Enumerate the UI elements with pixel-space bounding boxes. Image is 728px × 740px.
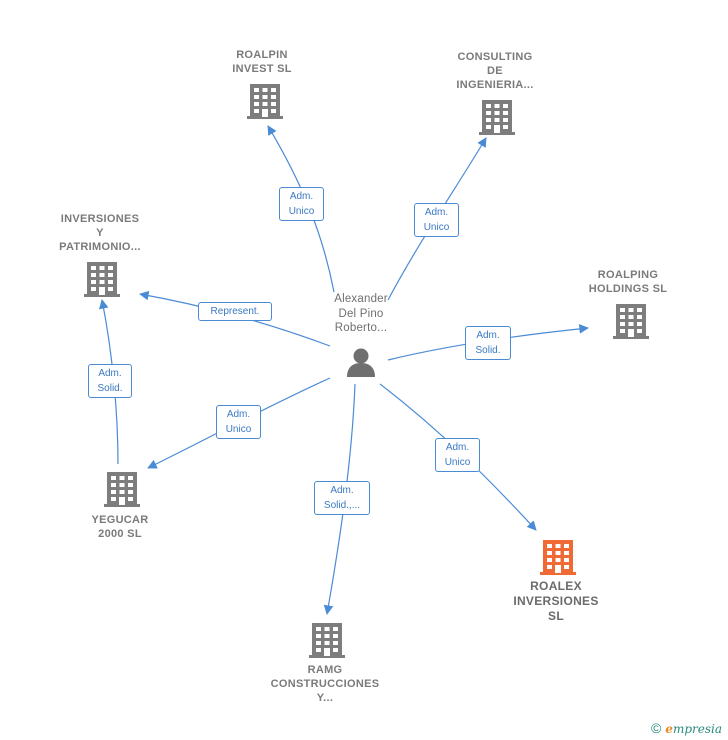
company-label-line: CONSTRUCCIONES (270, 678, 380, 690)
edge-label-line: Solid. (475, 345, 501, 356)
edge-label-roalex[interactable]: Adm. Unico (435, 438, 480, 472)
building-icon[interactable] (247, 84, 283, 119)
edge-label-line: Solid.,... (323, 500, 361, 511)
company-label-line: RAMG (307, 664, 343, 676)
company-label-line: YEGUCAR (91, 514, 149, 526)
company-label-yegucar[interactable]: YEGUCAR 2000 SL (70, 513, 170, 541)
building-icon[interactable] (613, 304, 649, 339)
company-label-line: SL (548, 609, 564, 623)
company-label-roalex[interactable]: ROALEX INVERSIONES SL (500, 579, 612, 624)
edge-label-line: Unico (225, 424, 252, 435)
edge-label-yegucar-inv[interactable]: Adm. Solid. (88, 364, 132, 398)
company-label-consulting[interactable]: CONSULTING DE INGENIERIA... (440, 50, 550, 92)
edge-label-line: Solid. (97, 383, 123, 394)
brand-rest: mpresia (672, 722, 722, 736)
edge-label-consulting[interactable]: Adm. Unico (414, 203, 459, 237)
company-label-line: DE (487, 65, 503, 77)
edge-label-line: Represent. (210, 306, 260, 317)
company-label-line: 2000 SL (98, 528, 142, 540)
person-name-line: Roberto... (334, 322, 388, 334)
person-icon[interactable] (347, 348, 375, 378)
edge-label-line: Adm. (226, 409, 251, 420)
company-label-line: ROALPING (597, 269, 659, 281)
building-icon[interactable] (84, 262, 120, 297)
company-label-line: INVERSIONES (513, 594, 599, 608)
edge-label-line: Adm. (330, 485, 354, 496)
building-icon[interactable] (104, 472, 140, 507)
company-label-line: ROALPIN (236, 49, 288, 61)
brand-logo: empresia (665, 722, 722, 736)
company-label-roalping[interactable]: ROALPING HOLDINGS SL (578, 268, 678, 296)
company-label-line: PATRIMONIO... (59, 241, 141, 253)
person-name-line: Del Pino (338, 307, 384, 320)
edge-label-inversiones[interactable]: Represent. (198, 302, 272, 321)
edge-label-ramg[interactable]: Adm. Solid.,... (314, 481, 370, 515)
company-label-roalpin[interactable]: ROALPIN INVEST SL (212, 48, 312, 76)
company-label-line: INVEST SL (232, 63, 292, 75)
edge-label-line: Unico (423, 222, 450, 233)
building-icon[interactable] (479, 100, 515, 135)
edge-label-roalping[interactable]: Adm. Solid. (465, 326, 511, 360)
company-label-line: Y (96, 227, 104, 239)
edge-label-line: Adm. (289, 191, 314, 202)
building-icon[interactable] (309, 623, 345, 658)
company-label-line: INGENIERIA... (456, 79, 534, 91)
company-label-line: CONSULTING (457, 51, 533, 63)
edge-label-line: Adm. (476, 330, 500, 341)
building-icon[interactable] (540, 540, 576, 575)
brand-initial: e (665, 722, 673, 736)
edge-label-yegucar[interactable]: Adm. Unico (216, 405, 261, 439)
person-name[interactable]: Alexander Del Pino Roberto... (312, 292, 410, 336)
edge-label-line: Adm. (445, 442, 470, 453)
company-label-line: ROALEX (530, 579, 582, 593)
edge-label-line: Unico (288, 206, 315, 217)
company-label-line: Y... (316, 692, 334, 704)
company-label-inversiones[interactable]: INVERSIONES Y PATRIMONIO... (45, 212, 155, 254)
edge-label-roalpin[interactable]: Adm. Unico (279, 187, 324, 221)
edge-label-line: Unico (444, 457, 471, 468)
edge-label-line: Adm. (98, 368, 122, 379)
copyright-symbol: © (650, 720, 662, 736)
footer-brand[interactable]: ©empresia (651, 720, 722, 736)
edge-label-line: Adm. (424, 207, 449, 218)
company-label-line: INVERSIONES (60, 213, 140, 225)
company-label-ramg[interactable]: RAMG CONSTRUCCIONES Y... (262, 663, 388, 705)
company-label-line: HOLDINGS SL (588, 283, 668, 295)
person-name-line: Alexander (334, 293, 388, 305)
